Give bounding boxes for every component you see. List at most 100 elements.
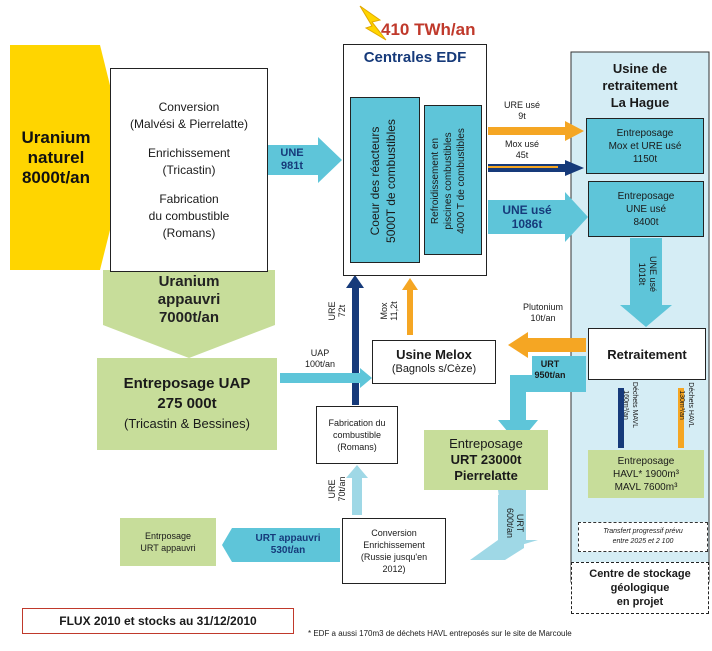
une-use-down-label: UNE usé 1018t [634, 246, 658, 302]
uranium-appauvri-line2: appauvri [157, 291, 221, 308]
uap-arrow [280, 368, 372, 388]
urt-flow-name: URT [540, 359, 560, 369]
legend-title: FLUX 2010 et stocks au 31/12/2010 [22, 608, 294, 634]
ure-use-qty: 9t [518, 111, 526, 121]
lightning-icon [359, 5, 387, 41]
havl-line2: HAVL* 1900m³ [613, 468, 679, 480]
une-flow-label: UNE 981t [264, 146, 320, 174]
refroid-line3: 4000 T de combustibles [456, 128, 467, 234]
une-store-line2: UNE usé [625, 203, 666, 215]
la-hague-title2: retraitement [602, 77, 678, 93]
urt-low-qty: 600t/an [505, 507, 515, 539]
mox-up-label: Mox 11,2t [379, 291, 401, 331]
mox-store-line3: 1150t [632, 153, 658, 165]
uap-flow-qty: 100t/an [304, 359, 336, 369]
ure-low-label: URE 70t/an [327, 469, 349, 509]
melox-line1: Usine Melox [396, 347, 472, 362]
transfert-line2: entre 2025 et 2 100 [612, 538, 674, 545]
une-use-label: UNE usé 1086t [490, 202, 564, 232]
la-hague-title3: La Hague [610, 94, 670, 110]
ure-low-name: URE [327, 479, 337, 499]
une-use-v-qty: 1018t [637, 262, 647, 286]
fab-romans-line2: combustible [332, 430, 382, 440]
uranium-naturel-arrow [10, 45, 128, 270]
une-store-line1: Entreposage [617, 190, 675, 202]
ure-up-label: URE 72t [327, 291, 349, 331]
usine-melox-box: Usine Melox (Bagnols s/Cèze) [372, 340, 496, 384]
uranium-naturel-line2: naturel [27, 148, 85, 167]
mox-up-arrow [402, 278, 418, 335]
centre-stockage-line2: géologique [610, 582, 670, 594]
centre-stockage-box: Centre de stockage géologique en projet [571, 562, 709, 614]
ure-up-name: URE [327, 301, 337, 321]
fab-romans-box: Fabrication du combustible (Romans) [316, 406, 398, 464]
une-flow-qty: 981t [280, 160, 304, 172]
mox-use-qty: 45t [515, 150, 529, 160]
ure-low-qty: 70t/an [337, 476, 347, 502]
une-use-down-arrow [620, 238, 672, 327]
urt-store-line3: Pierrelatte [454, 468, 518, 483]
russie-line3: (Russie jusqu'en [360, 552, 428, 562]
plutonium-qty: 10t/an [530, 313, 556, 323]
plutonium-arrow [508, 332, 586, 358]
urt-low-name: URT [515, 513, 525, 533]
une-use-name: UNE usé [502, 203, 552, 217]
centrales-edf-title: Centrales EDF [363, 48, 467, 66]
refroidissement-box [424, 105, 482, 255]
entreposage-une-box: Entreposage UNE usé 8400t [588, 181, 704, 237]
la-hague-title1: Usine de [612, 60, 668, 76]
havl-line1: Entreposage [617, 455, 675, 467]
mox-use-name: Mox usé [504, 139, 539, 149]
ure-use-name: URE usé [503, 100, 540, 110]
conversion-label: Conversion [158, 99, 220, 114]
dechets-mavl-qty: 160m³/an [622, 390, 629, 420]
uap-flow-label: UAP 100t/an [290, 346, 350, 372]
entreposage-mox-box: Entreposage Mox et URE usé 1150t [586, 118, 704, 174]
havl-line3: MAVL 7600m³ [614, 481, 678, 493]
centre-stockage-line3: en projet [616, 596, 664, 608]
russie-line4: 2012) [382, 564, 406, 574]
ure-use-arrow [488, 121, 584, 141]
une-store-line3: 8400t [633, 216, 659, 228]
uranium-naturel-label: Uranium naturel 8000t/an [10, 118, 102, 198]
mox-up-qty: 11,2t [389, 301, 399, 321]
uap-line3: (Tricastin & Bessines) [124, 416, 250, 431]
une-flow-name: UNE [280, 147, 304, 159]
ure-use-label: URE usé 9t [492, 98, 552, 124]
conversion-russie-box: Conversion Enrichissement (Russie jusqu'… [342, 518, 446, 584]
entreposage-havl-box: Entreposage HAVL* 1900m³ MAVL 7600m³ [588, 450, 704, 498]
uranium-naturel-line3: 8000t/an [21, 168, 91, 187]
une-use-v-name: UNE usé [648, 255, 658, 292]
ure-up-arrow [346, 275, 364, 405]
fab-romans-line1: Fabrication du [328, 418, 386, 428]
urt-arrow [498, 356, 586, 444]
ure-low-up-arrow [346, 465, 368, 515]
refroid-line1: Refroidissement en [430, 137, 441, 225]
ure-up-qty: 72t [337, 304, 347, 318]
retraitement-box: Retraitement [588, 328, 706, 380]
plutonium-label: Plutonium 10t/an [512, 300, 574, 326]
centre-stockage-line1: Centre de stockage [589, 568, 691, 580]
dechets-havl-name: Déchets HAVL [687, 382, 694, 428]
refroid-line2: piscines combustibles [443, 132, 454, 230]
uap-line2: 275 000t [157, 395, 217, 412]
une-use-qty: 1086t [511, 217, 543, 231]
entreposage-urt-box: Entreposage URT 23000t Pierrelatte [424, 430, 548, 490]
urt-store-line2: URT 23000t [450, 452, 522, 467]
dechets-havl-arrow [678, 388, 684, 448]
entreposage-uap-box: Entreposage UAP 275 000t (Tricastin & Be… [97, 358, 277, 450]
uranium-appauvri-arrow [103, 270, 275, 358]
dechets-mavl-arrow [618, 388, 624, 448]
dechets-havl-qty: 130m³/an [678, 390, 685, 420]
une-use-arrow [488, 192, 588, 242]
mox-store-line1: Entreposage [616, 127, 674, 139]
urt-flow-label: URT 950t/an [522, 357, 578, 383]
dechets-havl-label: Déchets HAVL 130m³/an [673, 381, 695, 429]
process-box: Conversion (Malvési & Pierrelatte) Enric… [110, 68, 268, 272]
coeur-label: Coeur des réacteurs 5000T de combustible… [367, 98, 403, 264]
mox-up-name: Mox [379, 302, 389, 320]
mox-use-label: Mox usé 45t [492, 137, 552, 163]
uranium-appauvri-line3: 7000t/an [158, 309, 220, 326]
uap-line1: Entreposage UAP [123, 375, 251, 392]
uranium-appauvri-line1: Uranium [158, 273, 220, 290]
